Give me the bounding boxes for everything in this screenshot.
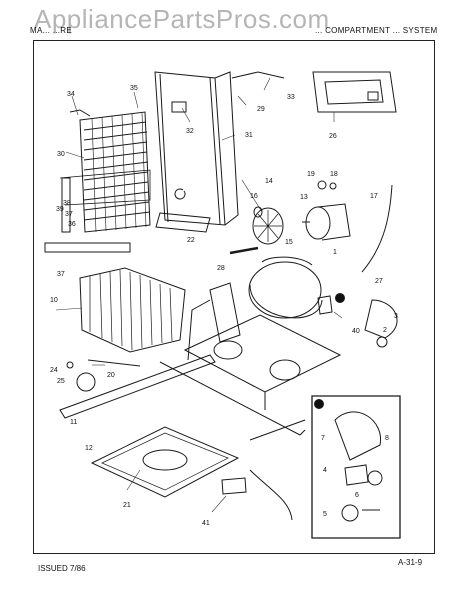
callout-35: 35	[130, 85, 138, 92]
callout-15: 15	[285, 239, 293, 246]
condenser	[79, 267, 186, 353]
condenser-coil	[59, 109, 151, 233]
terminal-cover	[376, 336, 388, 348]
callout-3: 3	[394, 313, 398, 320]
marker-dot	[335, 293, 345, 303]
callout-6: 6	[355, 492, 359, 499]
compressor	[248, 256, 333, 319]
drain-pan	[90, 426, 240, 498]
callout-22: 22	[187, 237, 195, 244]
drain-tray	[155, 212, 211, 233]
callout-8: 8	[385, 435, 389, 442]
relay	[221, 477, 247, 495]
callout-37b: 37	[57, 271, 65, 278]
issued-date: ISSUED 7/86	[38, 564, 86, 573]
callout-11: 11	[70, 419, 77, 426]
callout-37: 37	[65, 211, 73, 218]
callout-28: 28	[217, 265, 225, 272]
callout-18: 18	[330, 171, 338, 178]
callout-12: 12	[85, 445, 93, 452]
callout-13: 13	[300, 194, 308, 201]
callout-33: 33	[287, 94, 295, 101]
callout-24: 24	[50, 367, 58, 374]
callout-26: 26	[329, 133, 337, 140]
callout-30: 30	[57, 151, 65, 158]
suction-tube	[229, 246, 259, 255]
callout-16: 16	[250, 193, 258, 200]
top-tube	[231, 71, 285, 79]
callout-32: 32	[186, 128, 194, 135]
side-tube	[361, 184, 393, 273]
fan-blade-small	[76, 372, 96, 392]
callout-40: 40	[352, 328, 360, 335]
page-code: A-31-9	[398, 558, 423, 567]
header-right: ... COMPARTMENT ... SYSTEM	[315, 26, 438, 35]
callout-39: 39	[56, 206, 64, 213]
callout-25: 25	[57, 378, 65, 385]
power-cord	[249, 469, 293, 521]
callout-20: 20	[107, 372, 115, 379]
callout-4: 4	[323, 467, 327, 474]
header-left: MA... ...RE	[30, 26, 72, 35]
callout-27: 27	[375, 278, 383, 285]
callout-5: 5	[323, 511, 327, 518]
evaporator-panel	[154, 71, 239, 226]
callout-31: 31	[245, 132, 253, 139]
watermark: AppliancePartsPros.com	[34, 4, 330, 34]
callout-2: 2	[383, 327, 387, 334]
callout-14: 14	[265, 178, 273, 185]
diagram-frame	[33, 40, 435, 554]
callout-labels: 1 2 3 4 5 6 7 8 10 11 12 13 14 15 16 17 …	[50, 85, 398, 527]
base-frame	[59, 282, 342, 441]
callout-21: 21	[123, 502, 131, 509]
callout-36: 36	[68, 221, 76, 228]
fan-motor-assembly	[252, 180, 351, 245]
side-bracket	[61, 177, 71, 233]
control-housing	[312, 71, 397, 113]
overload-clip	[364, 299, 398, 339]
callout-7: 7	[321, 435, 325, 442]
marker-dot-inset	[314, 399, 324, 409]
callout-10: 10	[50, 297, 58, 304]
inset-panel	[311, 395, 401, 539]
grommet	[66, 361, 74, 369]
callout-41: 41	[202, 520, 210, 527]
tube-clip	[87, 359, 141, 367]
callout-17: 17	[370, 193, 378, 200]
callout-19: 19	[307, 171, 315, 178]
callout-29: 29	[257, 106, 265, 113]
leader-lines	[55, 77, 343, 513]
callout-38: 38	[63, 200, 71, 207]
bottom-bracket	[44, 242, 131, 253]
callout-1: 1	[333, 249, 337, 256]
callout-34: 34	[67, 91, 75, 98]
